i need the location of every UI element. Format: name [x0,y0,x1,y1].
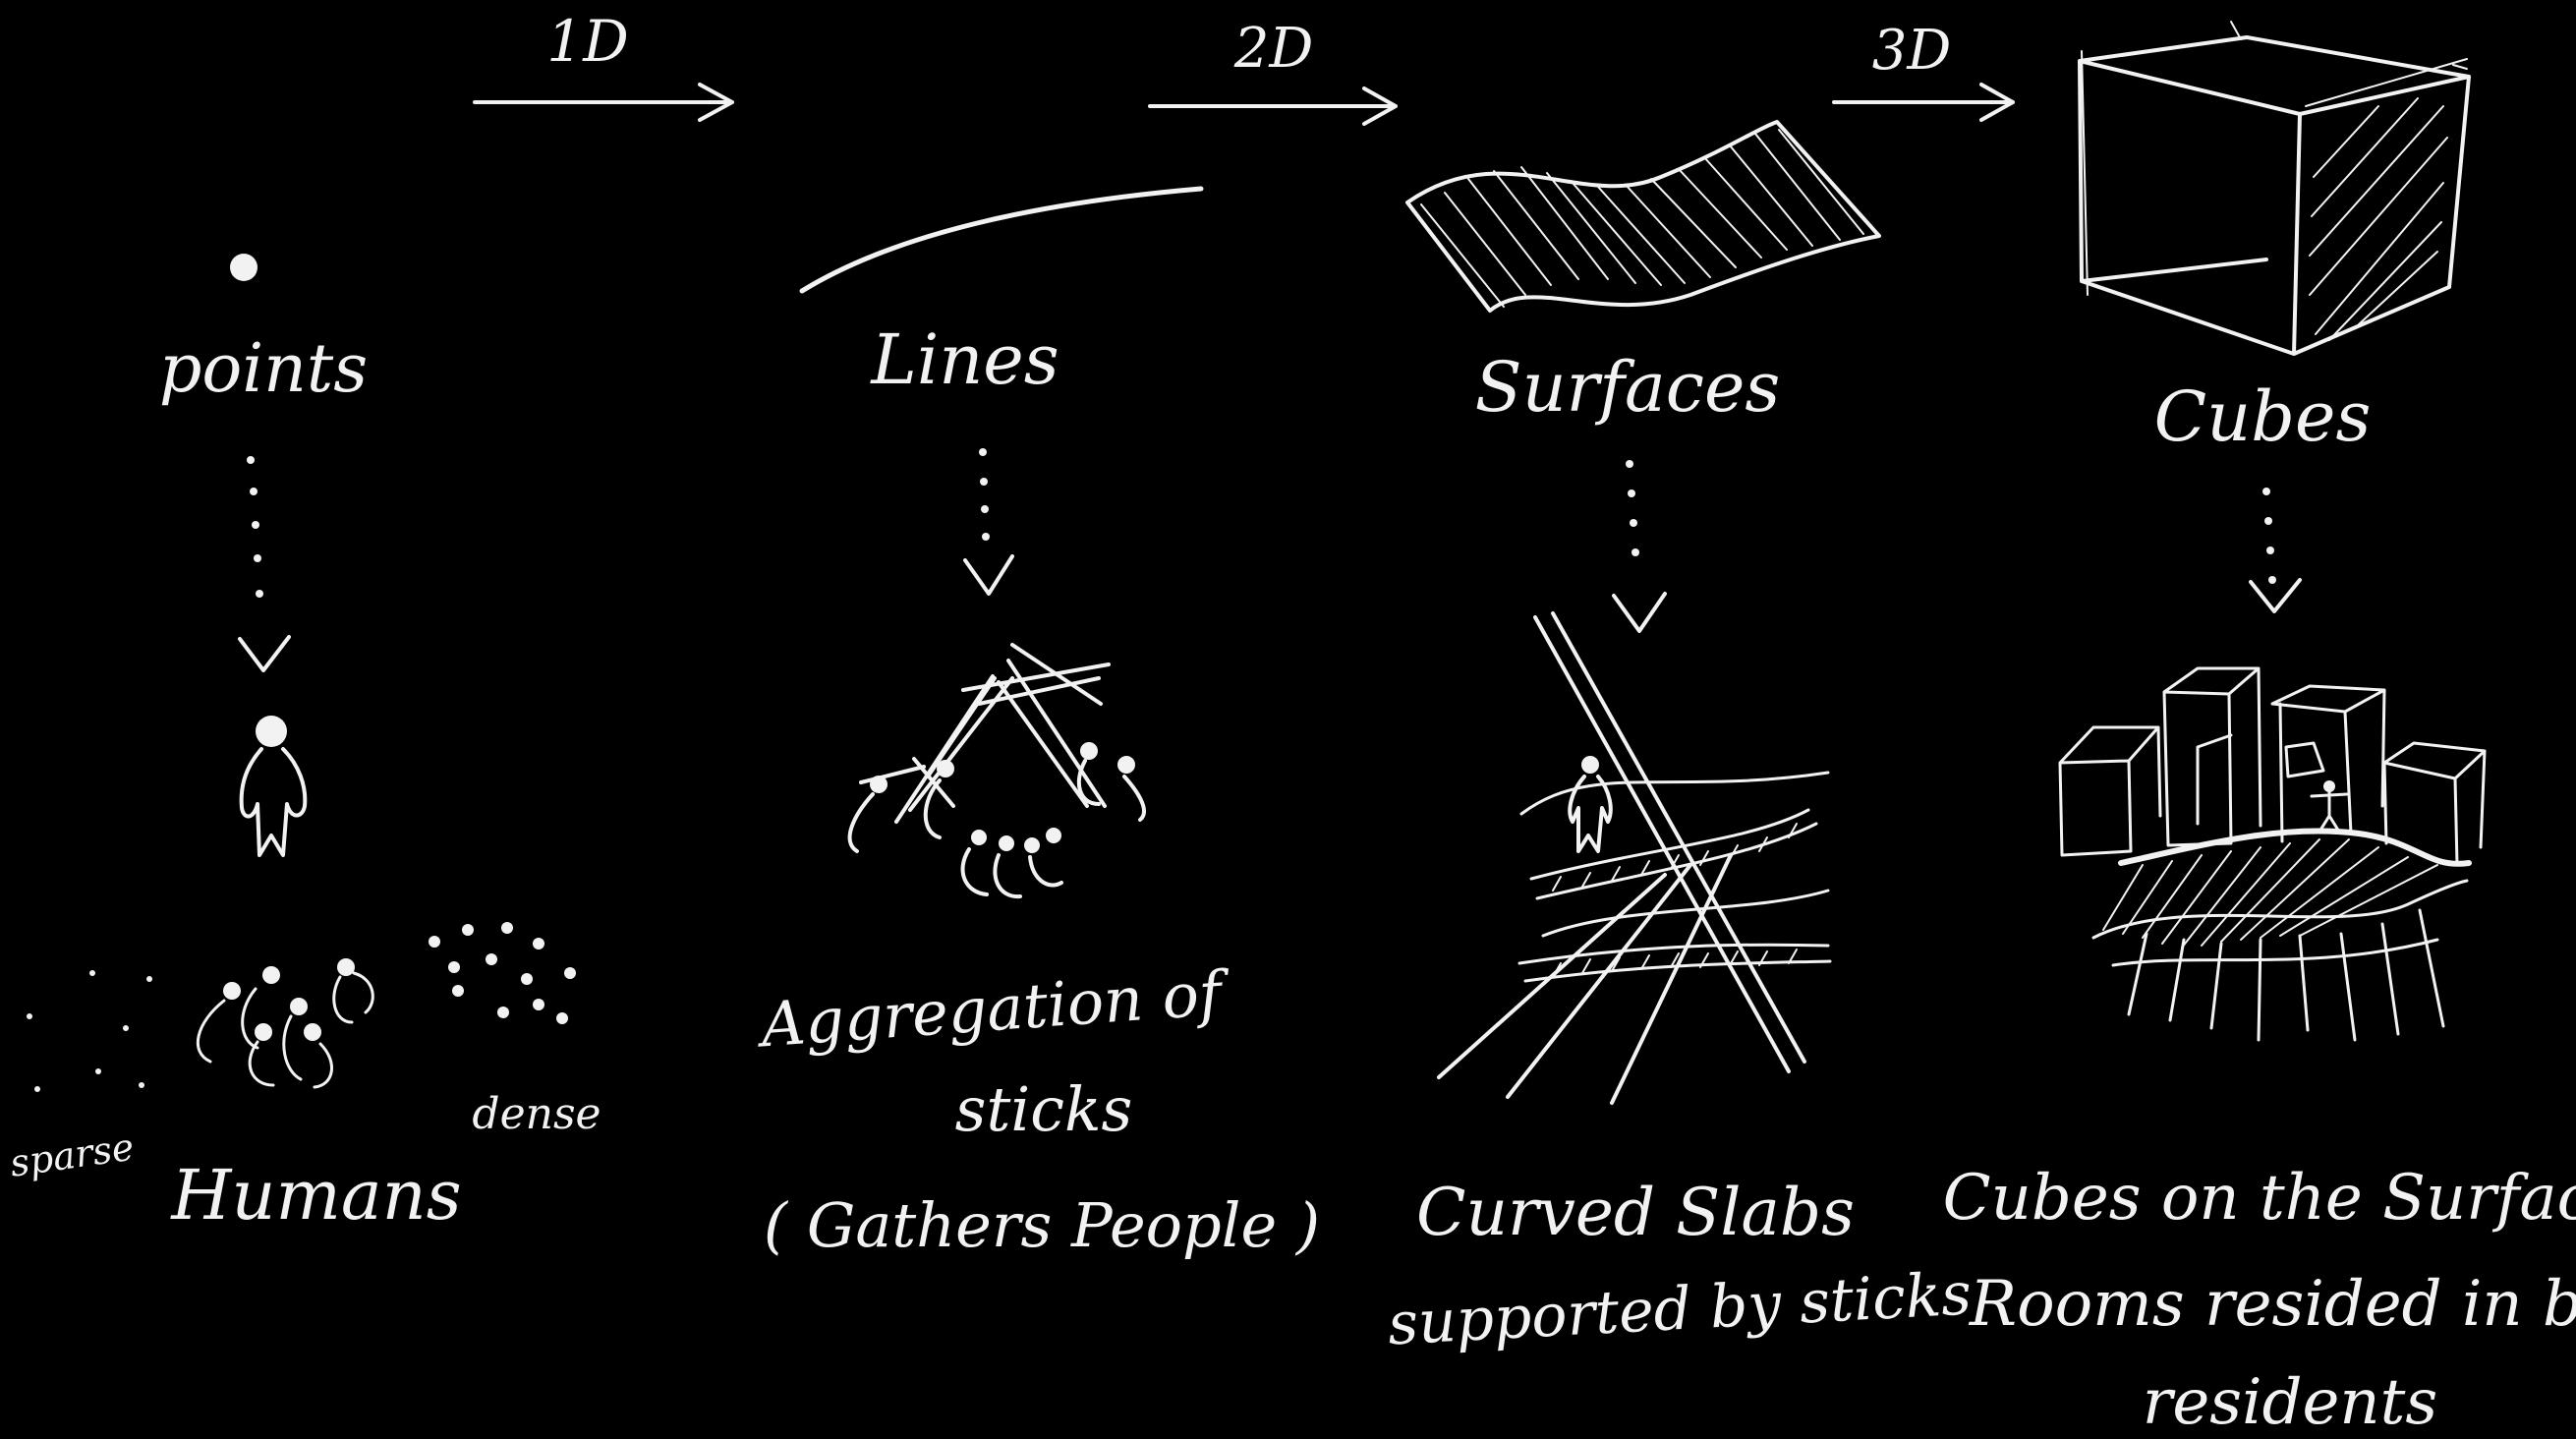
cubes-title: Cubes [2154,376,2372,457]
slabs-on-sticks-icon [1439,613,1830,1103]
lines-title: Lines [869,319,1059,400]
arrow-right-icon [1834,85,2013,120]
label-3d: 3D [1872,19,1952,83]
dense-label: dense [472,1089,601,1139]
stage-points: points sparse [7,254,601,1236]
points-title: points [159,330,368,408]
dotted-down-arrow-icon [1614,460,1665,631]
arrow-right-icon [1150,88,1396,124]
aggregation-caption-line3: ( Gathers People ) [764,1189,1320,1261]
cubes-caption-line3: residents [2143,1366,2437,1439]
crowd-icon [198,958,372,1087]
dotted-down-arrow-icon [2251,488,2300,611]
dotted-down-arrow-icon [965,448,1012,594]
stage-cubes: Cubes Cubes on the Surface Rooms resided… [1943,22,2576,1439]
hatched-surface-icon [1407,122,1879,311]
aggregation-caption-line1: Aggregation of [754,956,1233,1062]
sparse-dots-icon [27,970,152,1092]
rooms-on-surface-icon [2060,668,2485,1040]
stage-lines: Lines Aggregation of sticks ( Gathers Pe… [754,189,1320,1261]
curved-line-icon [802,189,1201,291]
point-icon [230,254,258,281]
label-1d: 1D [546,8,628,75]
cubes-caption-line2: Rooms resided in by [1969,1268,2576,1341]
dense-dots-icon [429,922,576,1024]
cubes-caption-line1: Cubes on the Surface [1943,1162,2576,1235]
label-2d: 2D [1233,17,1314,81]
arrow-right-icon [475,85,732,120]
slabs-caption-line2: supported by sticks [1386,1260,1973,1359]
slabs-caption-line1: Curved Slabs [1416,1175,1855,1250]
stage-surfaces: Surfaces Curved Slabs supported by stick… [1386,122,1973,1359]
human-figure-icon [242,716,306,855]
sticks-gathering-icon [850,645,1144,896]
arrow-2d: 2D [1150,17,1396,124]
arrow-3d: 3D [1834,19,2013,120]
surfaces-title: Surfaces [1475,347,1781,428]
cube-icon [2080,22,2469,354]
humans-caption: Humans [169,1155,461,1236]
dotted-down-arrow-icon [240,456,289,670]
aggregation-caption-line2: sticks [955,1073,1133,1145]
arrow-1d: 1D [475,8,732,120]
sparse-label: sparse [7,1125,137,1185]
